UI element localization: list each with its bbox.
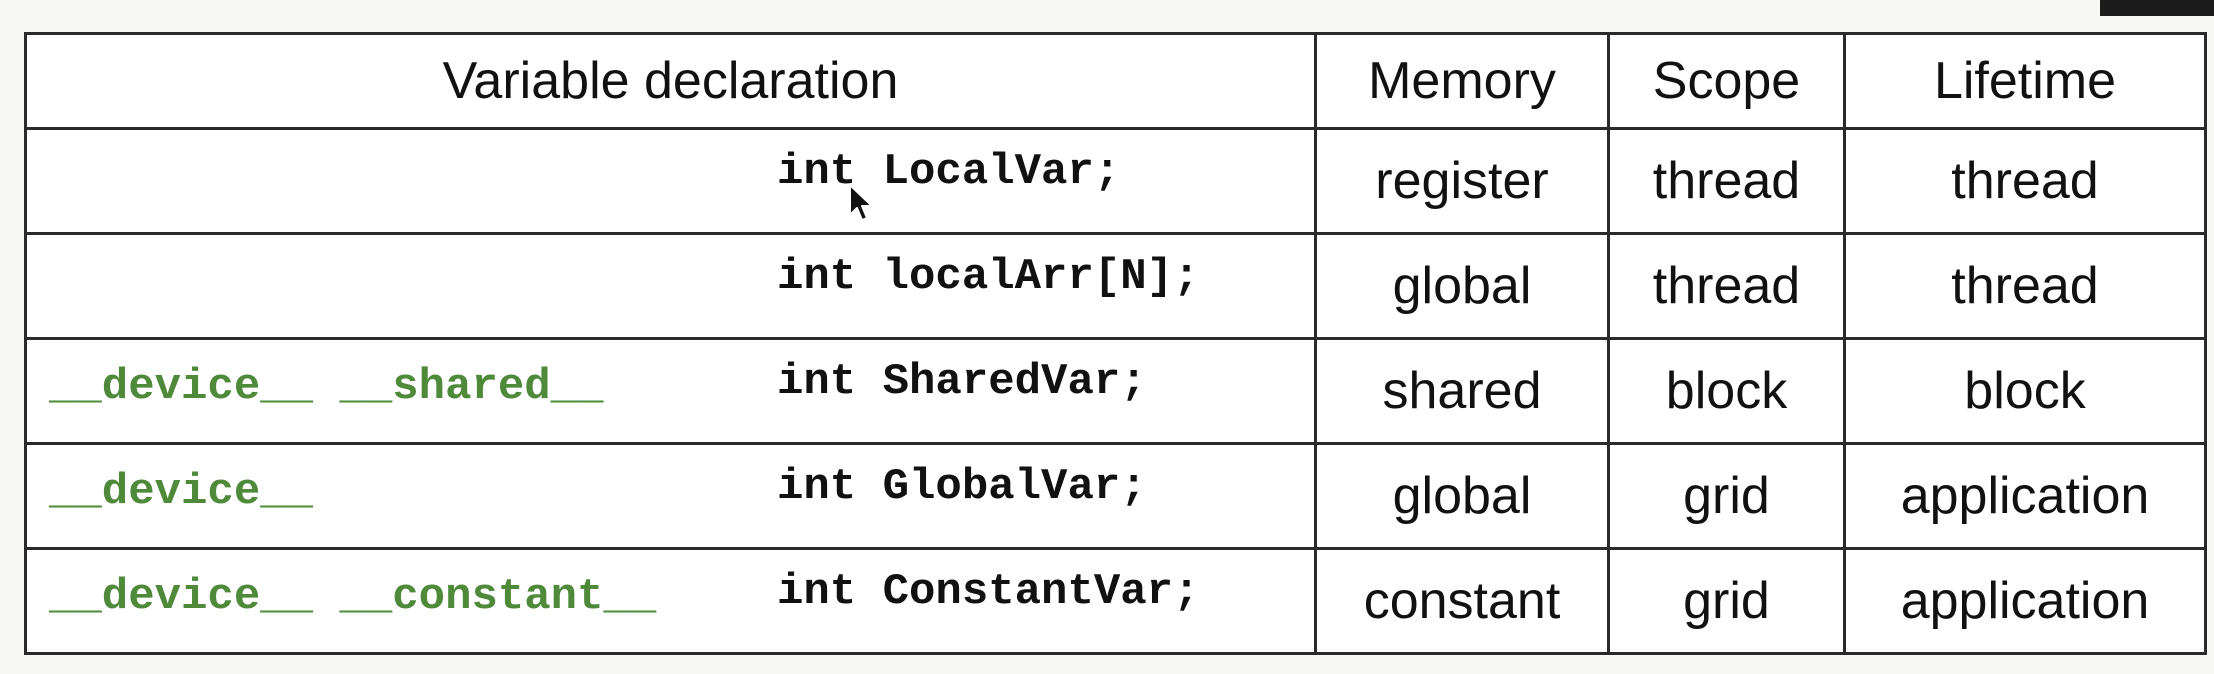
scope-cell: thread	[1607, 127, 1846, 235]
lifetime-cell: block	[1843, 337, 2207, 445]
declaration-cell: __device__ __constant__ int ConstantVar;	[24, 547, 1317, 655]
scope-cell: thread	[1607, 232, 1846, 340]
scope-cell: grid	[1607, 547, 1846, 655]
memory-cell: global	[1314, 232, 1610, 340]
header-row: Variable declaration Memory Scope Lifeti…	[24, 32, 2207, 130]
header-variable-declaration: Variable declaration	[24, 32, 1317, 130]
declaration-cell: int LocalVar;	[24, 127, 1317, 235]
declaration-code: int localArr[N];	[777, 252, 1200, 302]
qualifiers: __device__ __constant__	[49, 572, 657, 622]
declaration-code: int SharedVar;	[777, 357, 1147, 407]
qualifiers: __device__	[49, 467, 314, 517]
memory-cell: register	[1314, 127, 1610, 235]
memory-types-table: Variable declaration Memory Scope Lifeti…	[24, 32, 2207, 655]
header-scope: Scope	[1607, 32, 1846, 130]
lifetime-cell: application	[1843, 547, 2207, 655]
declaration-cell: int localArr[N];	[24, 232, 1317, 340]
memory-cell: shared	[1314, 337, 1610, 445]
scope-cell: grid	[1607, 442, 1846, 550]
table-row: int LocalVar; register thread thread	[24, 127, 2207, 235]
table-row: __device__ int GlobalVar; global grid ap…	[24, 442, 2207, 550]
memory-cell: constant	[1314, 547, 1610, 655]
scope-cell: block	[1607, 337, 1846, 445]
declaration-code: int GlobalVar;	[777, 462, 1147, 512]
qualifiers: __device__ __shared__	[49, 362, 604, 412]
header-lifetime: Lifetime	[1843, 32, 2207, 130]
table-row: __device__ __constant__ int ConstantVar;…	[24, 547, 2207, 655]
corner-overlay	[2100, 0, 2214, 16]
mouse-pointer-icon	[849, 184, 873, 221]
declaration-code: int ConstantVar;	[777, 567, 1200, 617]
memory-cell: global	[1314, 442, 1610, 550]
declaration-cell: __device__ __shared__ int SharedVar;	[24, 337, 1317, 445]
lifetime-cell: application	[1843, 442, 2207, 550]
lifetime-cell: thread	[1843, 127, 2207, 235]
header-memory: Memory	[1314, 32, 1610, 130]
table-row: __device__ __shared__ int SharedVar; sha…	[24, 337, 2207, 445]
table-row: int localArr[N]; global thread thread	[24, 232, 2207, 340]
declaration-cell: __device__ int GlobalVar;	[24, 442, 1317, 550]
lifetime-cell: thread	[1843, 232, 2207, 340]
declaration-code: int LocalVar;	[777, 147, 1121, 197]
